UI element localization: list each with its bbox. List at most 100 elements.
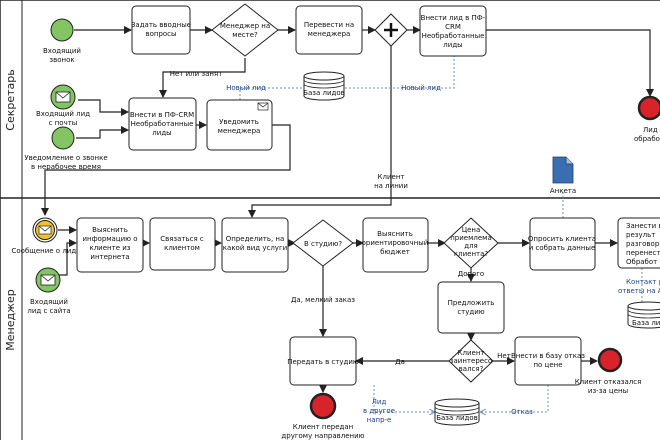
label-email-lead-1: Входящий лид	[36, 110, 90, 118]
associations	[239, 56, 643, 412]
task-survey-client-label-2: и собрать данные	[529, 244, 596, 252]
task-contact-client[interactable]	[149, 217, 216, 271]
label-client-on-line-2: на линии	[374, 182, 408, 190]
gateway-price-label-2: приемлема	[450, 234, 492, 242]
label-yes-small: Да, мелкий заказ	[291, 296, 355, 304]
task-enter-price-refusal[interactable]	[514, 336, 582, 386]
start-event-after-hours	[51, 126, 75, 150]
task-offer-studio[interactable]	[437, 281, 505, 334]
task-find-info-label-3: клиенте из	[89, 244, 130, 252]
data-object-form-label: Анкета	[550, 187, 576, 195]
task-enter-results[interactable]	[617, 217, 660, 269]
envelope-icon	[257, 102, 269, 111]
message-event-lead	[32, 217, 58, 243]
task-find-info-label-1: Выяснить	[92, 226, 128, 234]
task-find-info-label-4: интернета	[90, 253, 129, 261]
task-transfer-studio-label: Передать в студию	[287, 358, 359, 366]
gateway-price-ok[interactable]	[443, 217, 499, 269]
task-enter-price-refusal-label-2: по цене	[533, 361, 562, 369]
task-survey-client-label-1: Опросить клиента	[528, 235, 596, 243]
label-contact-res-1: Контакт ре	[626, 278, 660, 286]
task-transfer-manager[interactable]	[295, 5, 363, 55]
task-enter-crm-top[interactable]	[419, 5, 487, 57]
task-transfer-manager-label-1: Перевести на	[304, 21, 354, 29]
task-contact-client-label-1: Связаться с	[160, 235, 204, 243]
gateway-manager-label-2: месте?	[232, 31, 258, 39]
task-transfer-studio[interactable]	[289, 336, 357, 386]
label-client-transferred-2: другому направлению	[281, 432, 364, 440]
label-no: Нет	[497, 352, 511, 360]
data-store-leads-bottom	[434, 398, 480, 426]
flows-manager	[57, 226, 618, 393]
task-contact-client-label-2: клиентом	[164, 244, 200, 252]
gateway-manager-in-place[interactable]	[211, 3, 279, 57]
lane-secretary-title: Секретарь	[4, 69, 17, 130]
label-client-refused-2: из-за цены	[588, 387, 628, 395]
label-lead-other-1: Лид	[372, 398, 387, 406]
end-event-client-transferred	[309, 392, 337, 420]
task-define-service-label-2: какой вид услуги	[223, 244, 287, 252]
gateway-in-studio[interactable]	[292, 219, 354, 267]
task-offer-studio-label-1: Предложить	[448, 299, 495, 307]
gateway-price-label-1: Цена	[462, 226, 481, 234]
label-not-or-busy: Нет или занят	[170, 70, 223, 78]
task-notify-manager[interactable]	[206, 99, 273, 151]
task-ask-intro[interactable]	[131, 5, 191, 55]
plus-icon	[384, 23, 398, 37]
task-find-info[interactable]	[76, 217, 144, 273]
task-notify-manager-label-1: Уведомить	[219, 118, 259, 126]
task-define-service[interactable]	[221, 217, 289, 273]
label-client-transferred-1: Клиент передан	[293, 423, 354, 431]
envelope-icon	[40, 274, 56, 286]
task-enter-crm-top-label-1: Внести лид в ПФ-	[421, 14, 486, 22]
label-new-lead-1: Новый лид	[226, 84, 266, 92]
label-incoming-call-2: звонок	[49, 56, 74, 64]
task-enter-results-label-2: результ	[626, 231, 655, 239]
task-find-budget-label-3: бюджет	[380, 248, 410, 256]
task-find-info-label-2: информацию о	[82, 235, 137, 243]
task-enter-price-refusal-label-1: Внести в базу отказ	[511, 352, 585, 360]
task-ask-intro-label-2: вопросы	[145, 30, 176, 38]
task-define-service-label-1: Определить, на	[226, 235, 285, 243]
task-find-budget-label-2: ориентировочный	[362, 239, 429, 247]
task-enter-crm-top-label-3: Необработанные	[422, 32, 485, 40]
label-client-refused-1: Клиент отказался	[575, 378, 642, 386]
label-new-lead-2: Новый лид	[401, 84, 441, 92]
label-after-hours-2: в нерабочее время	[31, 163, 101, 171]
label-site-lead-2: лид с сайта	[27, 307, 70, 315]
task-enter-crm-mid-label-1: Внести в ПФ-CRM	[130, 111, 194, 119]
label-lead-processed-1: Лид	[643, 126, 658, 134]
data-store-leads-top	[303, 71, 345, 101]
task-enter-results-label-1: Занести в	[626, 222, 660, 230]
data-store-right-label: База лид	[632, 319, 660, 327]
data-store-leads-top-label: База лидов	[303, 89, 345, 97]
task-find-budget-label-1: Выяснить	[377, 230, 413, 238]
end-event-client-refused	[597, 347, 623, 373]
flows-secretary	[41, 26, 654, 218]
gateway-interested-label-1: Клиент	[458, 349, 485, 357]
gateway-interested-label-3: вался?	[459, 365, 484, 373]
lane-manager-title: Менеджер	[4, 289, 17, 351]
label-email-lead-2: с почты	[49, 119, 78, 127]
label-client-on-line-1: Клиент	[378, 173, 405, 181]
label-lead-message: Сообщение о лиде	[11, 247, 80, 255]
task-enter-crm-mid-label-2: Необработанные	[131, 120, 194, 128]
task-enter-crm-mid[interactable]	[128, 97, 197, 151]
label-after-hours-1: Уведомление о звонке	[24, 154, 107, 162]
start-event-incoming-call	[50, 18, 74, 42]
gateway-price-label-4: клиента?	[454, 250, 489, 258]
label-refusal: Отказ	[511, 408, 533, 416]
label-yes: Да	[395, 358, 405, 366]
task-find-budget[interactable]	[362, 217, 429, 273]
label-lead-other-3: напр-е	[367, 416, 392, 424]
task-survey-client[interactable]	[529, 217, 596, 271]
label-incoming-call-1: Входящий	[43, 47, 81, 55]
task-enter-results-label-4: перенести	[626, 249, 660, 257]
label-expensive: Дорого	[458, 270, 484, 278]
gateway-client-interested[interactable]	[448, 339, 494, 383]
gateway-price-label-3: для	[464, 242, 478, 250]
gateway-in-studio-label: В студию?	[304, 240, 342, 248]
end-event-lead-processed	[637, 95, 660, 121]
data-store-leads-bottom-label: База лидов	[436, 414, 478, 422]
